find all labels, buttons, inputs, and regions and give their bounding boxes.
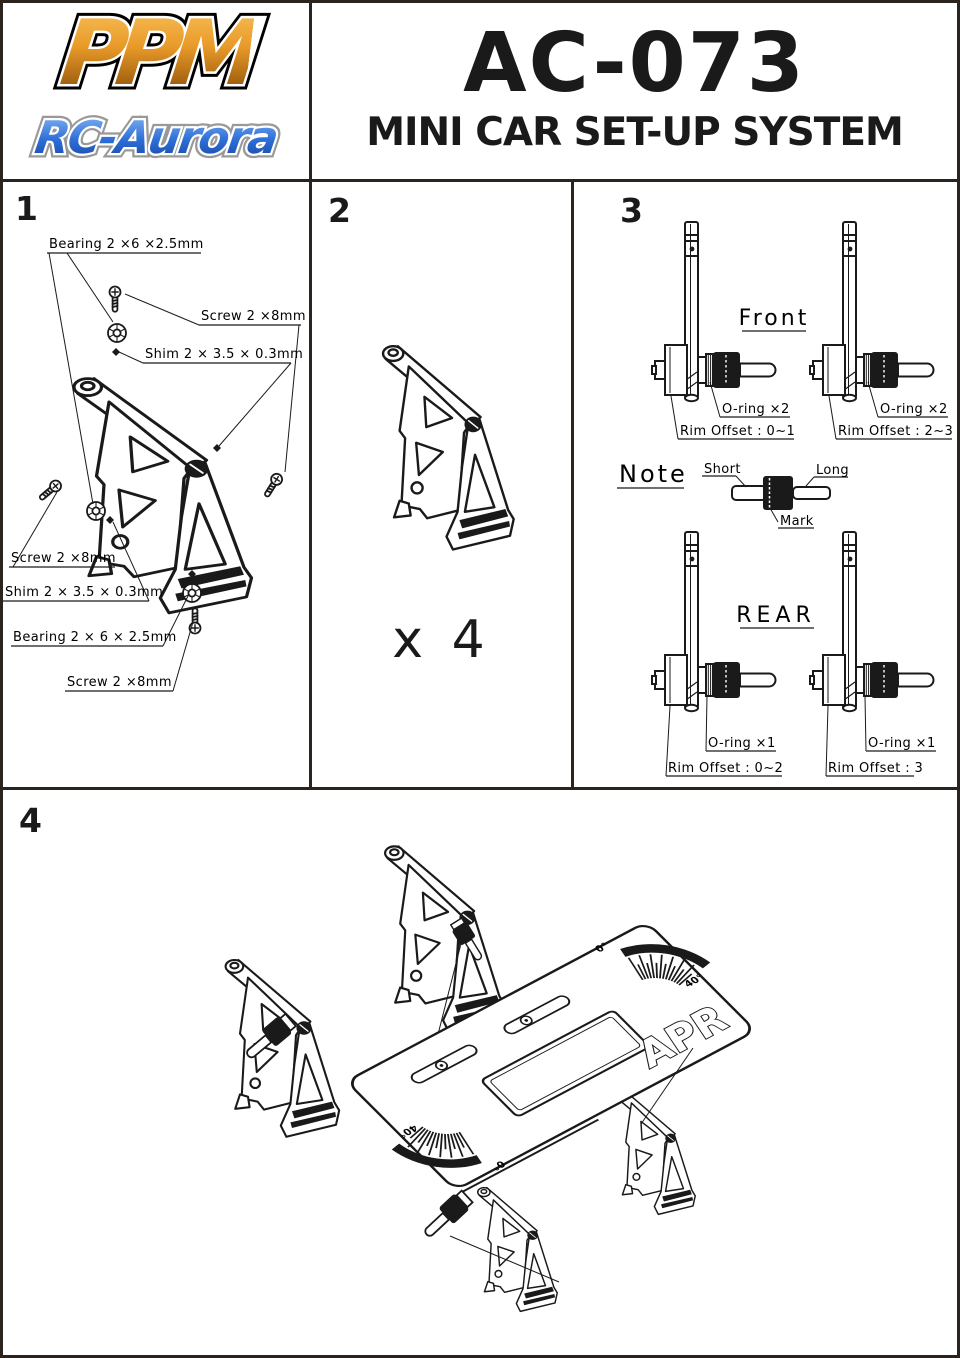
note-short-label: Short [704,462,741,477]
product-name: MINI CAR SET-UP SYSTEM [366,110,904,155]
step-1-number: 1 [15,189,38,228]
header-logo-cell: PPM PPM PPM RC-Aurora RC-Aurora RC-Auror… [0,0,312,182]
quantity-text: x 4 [392,610,491,670]
rc-aurora-logo-fill: RC-Aurora [31,111,281,164]
label-shim-left: Shim 2 × 3.5 × 0.3mm [5,585,163,600]
front-right-oring-label: O-ring ×2 [880,402,948,417]
label-bearing-top: Bearing 2 ×6 ×2.5mm [49,237,204,252]
label-shim-top: Shim 2 × 3.5 × 0.3mm [145,347,303,362]
step-4-number: 4 [19,801,42,840]
brand-logos: PPM PPM PPM RC-Aurora RC-Aurora RC-Auror… [3,0,309,179]
rear-left-rim-label: Rim Offset : 0~2 [668,761,783,776]
step-1-panel: 1 [0,179,312,790]
note-mark-label: Mark [780,514,814,529]
full-assembly-drawing: APR 0° 40° 0° 40° [224,845,751,1313]
assembled-stand-drawing [381,345,515,551]
label-screw-left: Screw 2 ×8mm [11,551,116,566]
rear-left-oring-label: O-ring ×1 [708,736,776,751]
front-right-rim-label: Rim Offset : 2~3 [838,424,953,439]
step-2-panel: 2 x 4 [309,179,574,790]
header-title-cell: AC-073 MINI CAR SET-UP SYSTEM [309,0,960,182]
front-title: Front [739,306,810,331]
exploded-stand-drawing: Bearing 2 ×6 ×2.5mm Screw 2 ×8mm Shim 2 … [3,237,306,692]
scale-start-label-2: 0° [489,1158,507,1171]
step-3-number: 3 [620,191,643,230]
front-left-rim-label: Rim Offset : 0~1 [680,424,795,439]
label-screw-bottom: Screw 2 ×8mm [67,675,172,690]
label-bearing-bottom: Bearing 2 × 6 × 2.5mm [13,630,177,645]
front-left-oring-label: O-ring ×2 [722,402,790,417]
note-long-label: Long [816,463,849,478]
ppm-logo-fill: PPM [55,1,257,106]
step-3-panel: 3 Front O-ring ×2 Rim Offset : 0~1 O-rin… [571,179,960,790]
rear-right-rim-label: Rim Offset : 3 [828,761,923,776]
rear-right-oring-label: O-ring ×1 [868,736,936,751]
product-code: AC-073 [463,16,806,111]
setup-board: APR 0° 40° 0° 40° [351,921,751,1194]
label-screw-top: Screw 2 ×8mm [201,309,306,324]
rear-title: REAR [736,603,816,628]
note-title: Note [619,460,688,488]
step-4-panel: 4 APR [0,787,960,1358]
scale-start-label: 0° [593,941,611,954]
axle-setup-drawing: Front O-ring ×2 Rim Offset : 0~1 O-ring … [617,221,953,777]
step-2-number: 2 [328,191,351,230]
